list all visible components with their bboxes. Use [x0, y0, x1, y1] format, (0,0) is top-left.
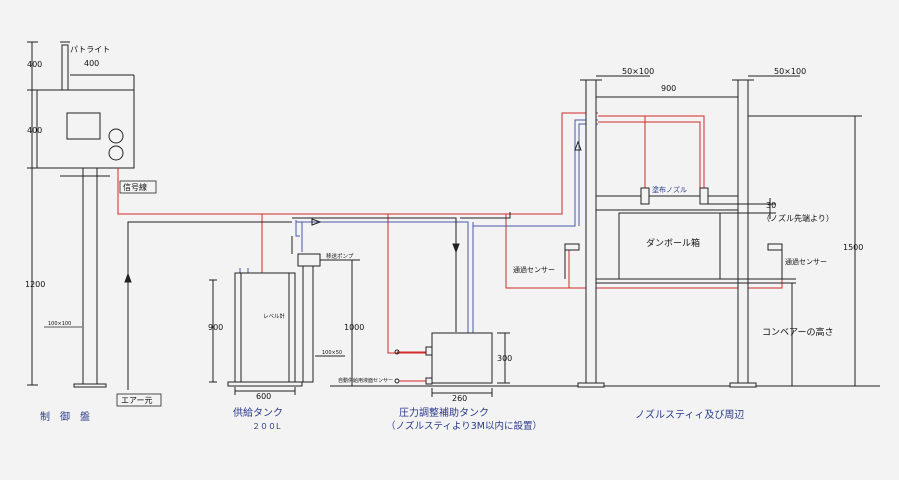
air-source-label: エアー元: [121, 396, 153, 405]
dim-100x100-pole: 100×100: [48, 321, 71, 327]
dim-50x100-right: 50×100: [774, 67, 806, 76]
dim-400-panel: 400: [27, 126, 42, 135]
pump-label: 移送ポンプ: [326, 252, 354, 260]
control-button-1: [108, 128, 124, 144]
dim-300: 300: [497, 354, 512, 363]
coating-nozzle-left: [640, 187, 650, 205]
caption-supply-tank-capacity: ２００L: [252, 422, 281, 431]
air-source-box: [116, 393, 162, 407]
caption-control-panel: 制 御 盤: [40, 410, 90, 423]
dim-400-lamp: 400: [84, 59, 99, 68]
dim-900-tank: 900: [208, 323, 223, 332]
supply-tank: [209, 253, 360, 395]
signal-line-box: [119, 180, 157, 194]
dim-100x50: 100×50: [322, 350, 342, 356]
auto-sensor-label: 自動供給用液面センサー: [338, 377, 393, 384]
patlite-label: パトライト: [70, 45, 110, 54]
left-post: [585, 79, 597, 384]
control-pole: [82, 167, 98, 385]
transfer-pump: [297, 253, 321, 267]
dim-30: 30: [766, 201, 776, 210]
control-screen: [66, 112, 101, 140]
dim-50x100-left: 50×100: [622, 67, 654, 76]
caption-pressure-tank-note: （ノズルスティより3M以内に設置）: [386, 420, 542, 432]
dim-1200: 1200: [25, 280, 45, 289]
pressure-tank: [330, 332, 880, 397]
patlite-lamp: [61, 44, 69, 92]
dim-1000: 1000: [344, 323, 364, 332]
dim-400-top: 400: [27, 60, 42, 69]
pass-sensor-left-label: 通過センサー: [513, 265, 555, 274]
control-base: [73, 383, 107, 388]
dim-900-frame: 900: [661, 84, 676, 93]
dim-1500: 1500: [843, 243, 863, 252]
control-cabinet: [36, 89, 135, 169]
air-supply-line: [124, 140, 582, 390]
control-panel: [27, 41, 135, 388]
dim-260: 260: [452, 394, 467, 403]
signal-line-label: 信号線: [123, 182, 147, 192]
control-button-2: [108, 145, 124, 161]
nozzle-stay: [564, 75, 862, 388]
right-post: [737, 79, 749, 384]
level-meter-label: レベル計: [263, 312, 286, 320]
coating-nozzle-right: [699, 187, 709, 205]
cardboard-box-label: ダンボール箱: [646, 237, 700, 249]
nozzle-tip-note: （ノズル先端より）: [762, 213, 834, 223]
pass-sensor-right: [767, 243, 783, 251]
dim-600: 600: [256, 392, 271, 401]
pass-sensor-left: [564, 243, 580, 251]
coating-nozzle-label: 塗布ノズル: [652, 185, 687, 194]
conveyor-height-label: コンベアーの高さ: [762, 326, 833, 338]
caption-pressure-tank: 圧力調整補助タンク: [399, 406, 489, 419]
caption-supply-tank: 供給タンク: [233, 406, 283, 419]
caption-nozzle-stay: ノズルスティィ及び周辺: [635, 408, 744, 421]
pass-sensor-right-label: 通過センサー: [785, 257, 827, 266]
